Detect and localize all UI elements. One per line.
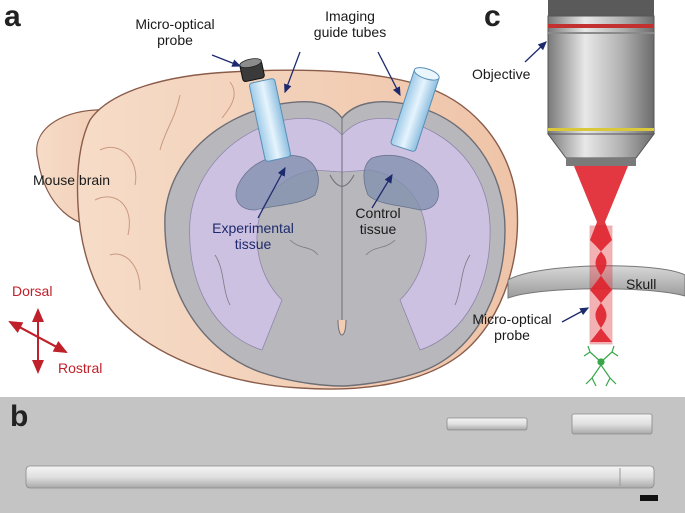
scale-bar <box>640 495 658 501</box>
rostral-label: Rostral <box>58 360 103 376</box>
objective-label: Objective <box>472 66 531 82</box>
guide-tube-control <box>390 67 440 152</box>
panel-a-letter: a <box>4 0 21 33</box>
control-tissue-region <box>363 154 439 211</box>
c-micro-optical-probe-label: Micro-optical probe <box>472 311 552 343</box>
long-probe <box>25 465 655 489</box>
control-tissue-pointer <box>371 173 393 209</box>
laser-beam <box>574 166 628 240</box>
panel-b-letter: b <box>10 400 29 433</box>
objective-pointer <box>524 41 547 63</box>
guide-tube-experimental <box>249 78 291 162</box>
dorsal-label: Dorsal <box>12 283 53 299</box>
guide-tube-pointer-left <box>284 51 301 94</box>
small-probe <box>446 417 528 431</box>
imaging-guide-tubes-label: Imaging guide tubes <box>313 8 387 40</box>
panel-b-background <box>0 397 685 513</box>
control-tissue-label: Control tissue <box>355 205 401 237</box>
guide-tube-piece <box>571 413 653 435</box>
mouse-brain-label: Mouse brain <box>33 172 111 188</box>
orientation-arrows <box>8 308 68 374</box>
micro-optical-probe-rod <box>589 225 613 345</box>
skull-label: Skull <box>626 276 657 292</box>
c-probe-pointer <box>561 307 590 323</box>
probe-pointer <box>211 54 242 67</box>
neuron <box>583 345 619 387</box>
experimental-tissue-label: Experimental tissue <box>212 220 294 252</box>
guide-tube-pointer-right <box>377 51 401 97</box>
mouse-brain-illustration <box>36 58 519 390</box>
micro-optical-probe-cap <box>239 58 265 83</box>
panel-c-letter: c <box>484 0 501 33</box>
objective-lens <box>547 0 655 166</box>
micro-optical-probe-label: Micro-optical probe <box>135 16 215 48</box>
experimental-tissue-pointer <box>257 166 286 219</box>
